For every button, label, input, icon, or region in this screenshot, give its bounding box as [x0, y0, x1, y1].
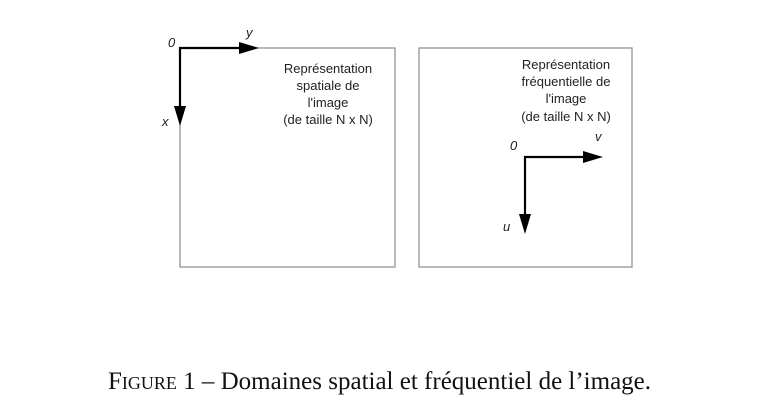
spatial-origin-label: 0: [168, 35, 176, 50]
frequency-v-axis-label: v: [595, 129, 603, 144]
frequency-panel-text-line-4: (de taille N x N): [521, 109, 611, 124]
spatial-panel-text-line-3: l'image: [308, 95, 349, 110]
spatial-panel-frame: [179, 47, 396, 268]
frequency-horizontal-arrowhead: [583, 151, 603, 163]
spatial-panel-text-line-4: (de taille N x N): [283, 112, 373, 127]
frequency-origin-label: 0: [510, 138, 518, 153]
spatial-horizontal-arrowhead: [239, 42, 259, 54]
spatial-panel-text-line-1: Représentation: [284, 61, 372, 76]
spatial-vertical-arrowhead: [174, 106, 186, 126]
frequency-u-axis-label: u: [503, 219, 510, 234]
frequency-panel-text-line-1: Représentation: [522, 57, 610, 72]
figure-caption-label: Figure 1: [107, 368, 196, 395]
figure-caption: Figure 1 – Domaines spatial et fréquenti…: [0, 368, 759, 396]
frequency-vertical-arrowhead: [519, 214, 531, 234]
spatial-y-axis-label: y: [245, 25, 254, 40]
figure-caption-text: Domaines spatial et fréquentiel de l’ima…: [220, 368, 652, 395]
spatial-x-axis-label: x: [161, 114, 169, 129]
spatial-panel-text-line-2: spatiale de: [297, 78, 360, 93]
frequency-panel: Représentation fréquentielle de l'image …: [418, 47, 633, 268]
figure-caption-separator: –: [195, 368, 221, 395]
spatial-panel: Représentation spatiale de l'image (de t…: [161, 25, 396, 268]
frequency-panel-text-line-2: fréquentielle de: [522, 74, 611, 89]
frequency-panel-text-line-3: l'image: [546, 91, 587, 106]
